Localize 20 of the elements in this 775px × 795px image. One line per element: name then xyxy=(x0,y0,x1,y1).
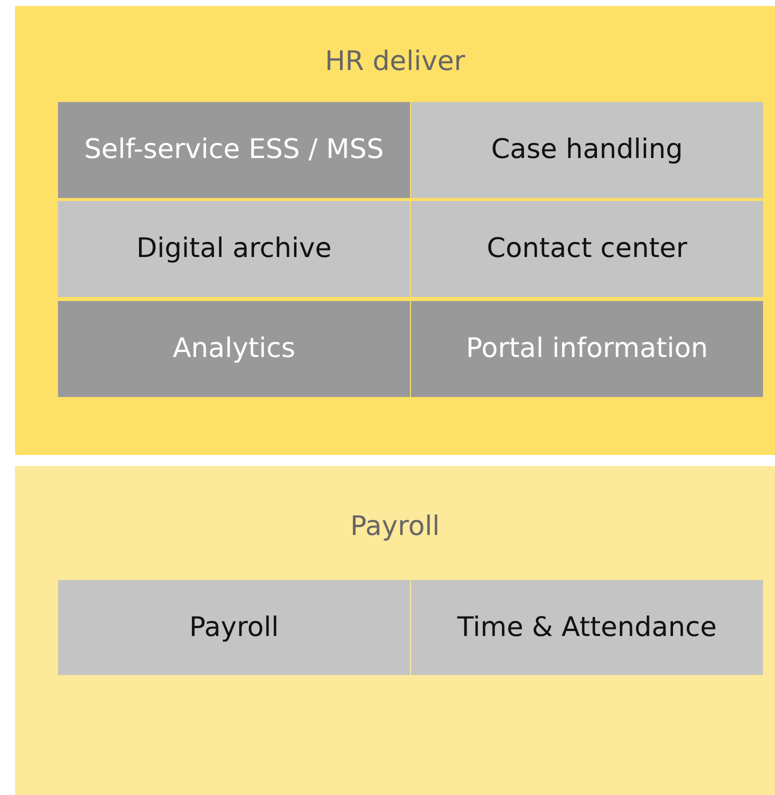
module-label: Payroll xyxy=(188,610,280,645)
module-tile xyxy=(411,580,763,675)
module-label: Analytics xyxy=(172,332,296,366)
module-label: Time & Attendance xyxy=(456,610,718,645)
module-tile xyxy=(58,201,410,297)
module-tile xyxy=(411,201,763,297)
group-title: Payroll xyxy=(349,511,441,542)
group-title: HR deliver xyxy=(324,46,466,77)
module-tile xyxy=(58,301,410,397)
module-label: Contact center xyxy=(486,232,688,266)
module-tile xyxy=(58,102,410,198)
module-label: Self-service ESS / MSS xyxy=(83,133,385,168)
module-tile xyxy=(411,301,763,397)
group-panel xyxy=(15,466,775,795)
module-label: Digital archive xyxy=(135,232,333,266)
module-tile xyxy=(411,102,763,198)
group-panel xyxy=(15,6,775,455)
module-label: Case handling xyxy=(490,133,684,168)
module-tile xyxy=(58,580,410,675)
module-label: Portal information xyxy=(465,332,709,366)
